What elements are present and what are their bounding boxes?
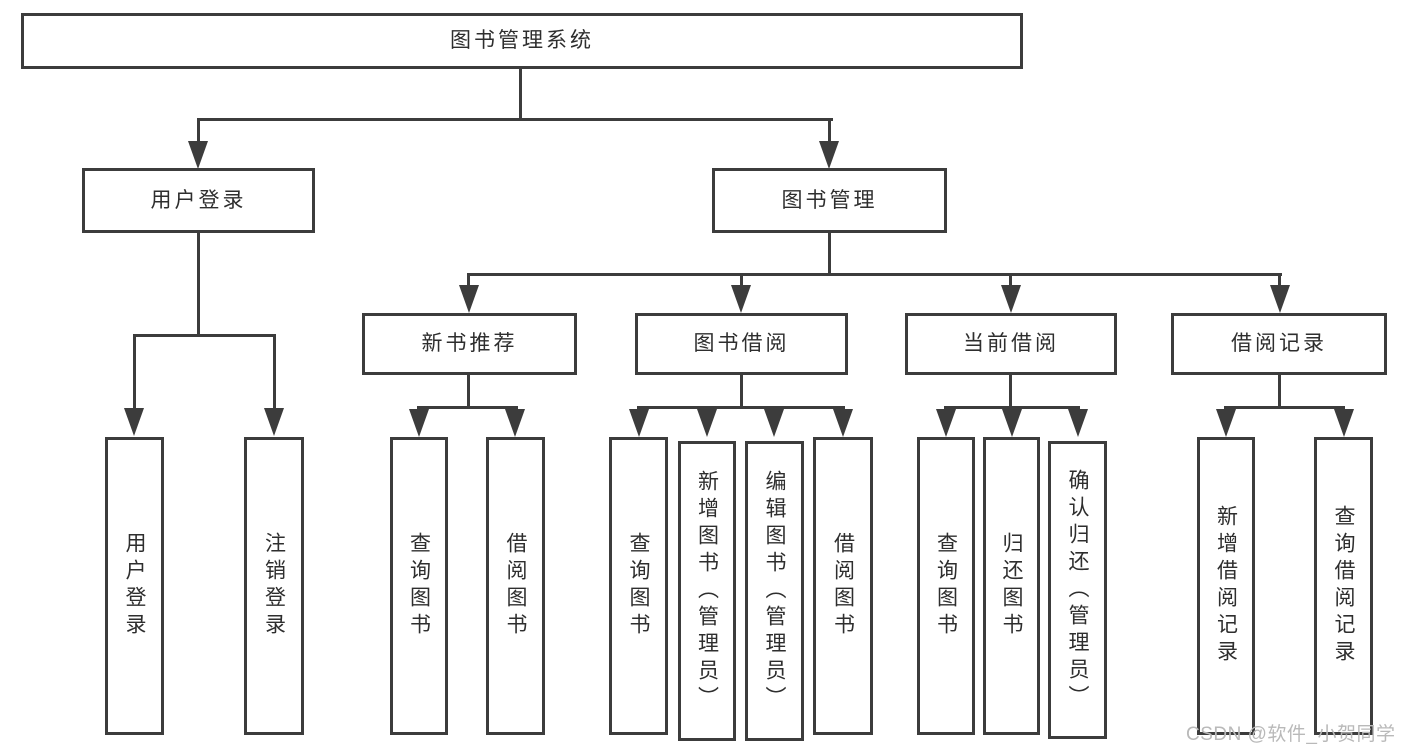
leaf-return-book-label: 归还图书 (1000, 532, 1023, 640)
node-book-borrow: 图书借阅 (635, 313, 848, 375)
leaf-user-login: 用户登录 (105, 437, 164, 735)
leaf-logout: 注销登录 (244, 437, 304, 735)
arrowhead-icon (264, 408, 284, 436)
leaf-edit-book-label: 编辑图书（管理员） (763, 469, 786, 713)
leaf-borrow-book-1-label: 借阅图书 (504, 532, 527, 640)
arrowhead-icon (124, 408, 144, 436)
leaf-user-login-label: 用户登录 (123, 532, 146, 640)
leaf-query-record-label: 查询借阅记录 (1332, 505, 1355, 667)
arrowhead-icon (833, 409, 853, 437)
leaf-query-book-1: 查询图书 (390, 437, 448, 735)
connector-line (467, 273, 470, 289)
arrowhead-icon (764, 409, 784, 437)
leaf-add-book-label: 新增图书（管理员） (695, 469, 719, 713)
connector-line (417, 406, 518, 409)
node-new-book-rec-label: 新书推荐 (421, 332, 518, 356)
leaf-borrow-book-1: 借阅图书 (486, 437, 545, 735)
connector-line (1224, 406, 1345, 409)
leaf-query-book-3-label: 查询图书 (934, 532, 958, 640)
leaf-query-record: 查询借阅记录 (1314, 437, 1373, 735)
leaf-borrow-book-2: 借阅图书 (813, 437, 873, 735)
leaf-query-book-2: 查询图书 (609, 437, 668, 735)
connector-line (197, 118, 200, 154)
arrowhead-icon (1002, 409, 1022, 437)
connector-line (637, 406, 845, 409)
leaf-add-book: 新增图书（管理员） (678, 441, 736, 741)
node-current-borrow-label: 当前借阅 (963, 332, 1059, 356)
connector-line (273, 334, 276, 410)
leaf-logout-label: 注销登录 (262, 532, 286, 640)
connector-line (467, 375, 470, 409)
arrowhead-icon (936, 409, 956, 437)
connector-line (197, 118, 833, 121)
leaf-return-book: 归还图书 (983, 437, 1040, 735)
arrowhead-icon (731, 285, 751, 313)
leaf-query-book-3: 查询图书 (917, 437, 975, 735)
connector-line (1009, 375, 1012, 409)
connector-line (519, 69, 522, 121)
arrowhead-icon (1270, 285, 1290, 313)
node-book-borrow-label: 图书借阅 (693, 332, 790, 356)
leaf-confirm-return-label: 确认归还（管理员） (1066, 468, 1089, 712)
connector-line (133, 334, 276, 337)
connector-line (944, 406, 1080, 409)
arrowhead-icon (1334, 409, 1354, 437)
arrowhead-icon (188, 141, 208, 169)
arrowhead-icon (505, 409, 525, 437)
node-book-mgmt: 图书管理 (712, 168, 947, 233)
connector-line (1009, 273, 1012, 289)
leaf-query-book-1-label: 查询图书 (407, 532, 431, 640)
leaf-borrow-book-2-label: 借阅图书 (831, 532, 855, 640)
connector-line (133, 334, 136, 410)
connector-line (197, 233, 200, 337)
arrowhead-icon (1001, 285, 1021, 313)
node-new-book-rec: 新书推荐 (362, 313, 577, 375)
arrowhead-icon (819, 141, 839, 169)
arrowhead-icon (459, 285, 479, 313)
connector-line (828, 233, 831, 276)
arrowhead-icon (409, 409, 429, 437)
node-root-label: 图书管理系统 (450, 29, 594, 53)
leaf-add-record-label: 新增借阅记录 (1214, 505, 1238, 667)
connector-line (740, 375, 743, 409)
leaf-edit-book: 编辑图书（管理员） (745, 441, 804, 741)
node-current-borrow: 当前借阅 (905, 313, 1117, 375)
leaf-add-record: 新增借阅记录 (1197, 437, 1255, 735)
connector-line (467, 273, 1282, 276)
connector-line (828, 118, 831, 154)
arrowhead-icon (1216, 409, 1236, 437)
connector-line (740, 273, 743, 289)
leaf-confirm-return: 确认归还（管理员） (1048, 441, 1107, 739)
node-user-login-label: 用户登录 (150, 188, 247, 212)
csdn-watermark: CSDN @软件_小贺同学 (1186, 724, 1396, 745)
connector-line (1278, 375, 1281, 409)
node-book-mgmt-label: 图书管理 (781, 188, 878, 212)
leaf-query-book-2-label: 查询图书 (627, 532, 650, 640)
arrowhead-icon (697, 409, 717, 437)
node-borrow-record-label: 借阅记录 (1231, 332, 1327, 356)
node-root: 图书管理系统 (21, 13, 1023, 69)
node-user-login: 用户登录 (82, 168, 315, 233)
node-borrow-record: 借阅记录 (1171, 313, 1387, 375)
arrowhead-icon (1068, 409, 1088, 437)
arrowhead-icon (629, 409, 649, 437)
connector-line (1278, 273, 1281, 289)
